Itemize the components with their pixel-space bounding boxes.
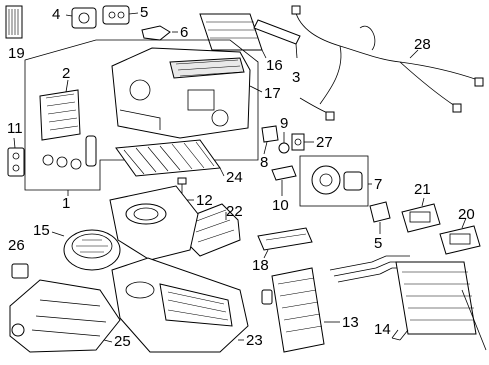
part-8 — [261, 125, 279, 143]
callout-5-lower: 5 — [374, 235, 383, 252]
callout-7: 7 — [374, 176, 383, 193]
callout-25: 25 — [114, 333, 131, 350]
part-5-actuator-lower — [369, 201, 391, 223]
callout-15: 15 — [33, 222, 50, 239]
part-19-filter — [5, 5, 23, 39]
callout-2: 2 — [62, 65, 71, 82]
part-14-rod — [461, 289, 487, 351]
part-5-actuator-top — [102, 5, 130, 25]
assembly-outline-box — [24, 39, 259, 191]
part-18 — [257, 227, 313, 251]
callout-6: 6 — [180, 24, 189, 41]
callout-23: 23 — [246, 332, 263, 349]
callout-14: 14 — [374, 321, 391, 338]
callout-20: 20 — [458, 206, 475, 223]
part-6 — [141, 25, 171, 41]
callout-17: 17 — [264, 85, 281, 102]
part-27 — [291, 133, 305, 151]
callout-12: 12 — [196, 192, 213, 209]
part-16-duct — [199, 13, 263, 51]
blower-housing-upper — [109, 185, 199, 261]
callout-13: 13 — [342, 314, 359, 331]
part-24-filter — [115, 139, 221, 177]
callout-18: 18 — [252, 257, 269, 274]
part-10-sensor — [271, 165, 297, 181]
callout-4: 4 — [52, 6, 61, 23]
callout-28: 28 — [414, 36, 431, 53]
callout-24: 24 — [226, 169, 243, 186]
part-2-core — [39, 89, 81, 141]
part-3-bar — [253, 19, 301, 45]
part-11 — [7, 147, 25, 177]
part-23-case — [111, 257, 249, 353]
callout-16: 16 — [266, 57, 283, 74]
callout-21: 21 — [414, 181, 431, 198]
part-20 — [439, 225, 481, 255]
part-4-actuator — [71, 7, 97, 29]
part-14-heater-core — [395, 261, 477, 335]
callout-11: 11 — [7, 120, 23, 137]
callout-8: 8 — [260, 154, 269, 171]
callout-9: 9 — [280, 115, 289, 132]
callout-22: 22 — [226, 203, 243, 220]
part-28-wiring-harness — [291, 5, 484, 121]
part-2-seals — [42, 135, 97, 170]
part-15-blower-motor — [63, 229, 121, 271]
callout-1: 1 — [62, 195, 71, 212]
part-25-housing — [9, 279, 121, 353]
callout-27: 27 — [316, 134, 333, 151]
callout-26: 26 — [8, 237, 25, 254]
main-hvac-case — [111, 47, 251, 139]
part-21 — [401, 203, 441, 233]
callout-3: 3 — [292, 69, 301, 86]
part-7-box — [299, 155, 369, 207]
callout-10: 10 — [272, 197, 289, 214]
part-13-core — [261, 267, 325, 353]
callout-19: 19 — [8, 45, 25, 62]
callout-5-top: 5 — [140, 4, 149, 21]
part-9 — [278, 142, 290, 154]
part-26 — [11, 263, 29, 279]
